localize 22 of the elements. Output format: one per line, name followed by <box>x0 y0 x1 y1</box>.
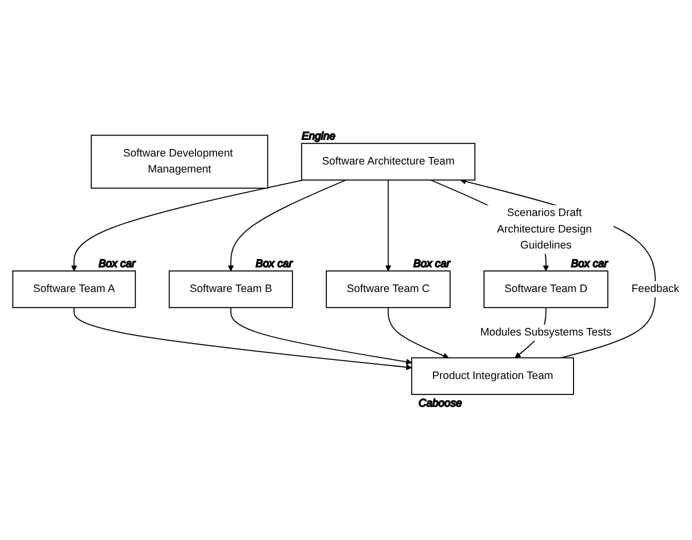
arrow <box>71 180 304 272</box>
arrow <box>74 308 412 370</box>
node-caption: Box car <box>256 258 292 270</box>
arrow <box>385 180 392 272</box>
node-box: Software Team A <box>12 270 136 308</box>
node-caption: Caboose <box>418 398 462 410</box>
node-box: Software Architecture Team <box>301 142 476 181</box>
edge-label: Scenarios Draft Architecture Design Guidelines <box>497 207 592 252</box>
node-caption: Engine <box>302 130 336 142</box>
node-caption: Box car <box>98 258 136 270</box>
arrow <box>228 180 346 272</box>
arrow <box>230 308 412 365</box>
node-caption: Box car <box>571 258 608 270</box>
arrow <box>388 308 449 358</box>
node-caption: Box car <box>413 258 450 270</box>
node-box: Software Team C <box>326 270 451 308</box>
node-box: Software Team D <box>484 270 608 308</box>
edge-label: Feedback <box>632 283 680 295</box>
node-box: Software Development Management <box>90 134 268 189</box>
node-box: Product Integration Team <box>411 357 574 395</box>
edge-label: Modules Subsystems Tests <box>480 326 612 338</box>
node-box: Software Team B <box>168 270 293 308</box>
